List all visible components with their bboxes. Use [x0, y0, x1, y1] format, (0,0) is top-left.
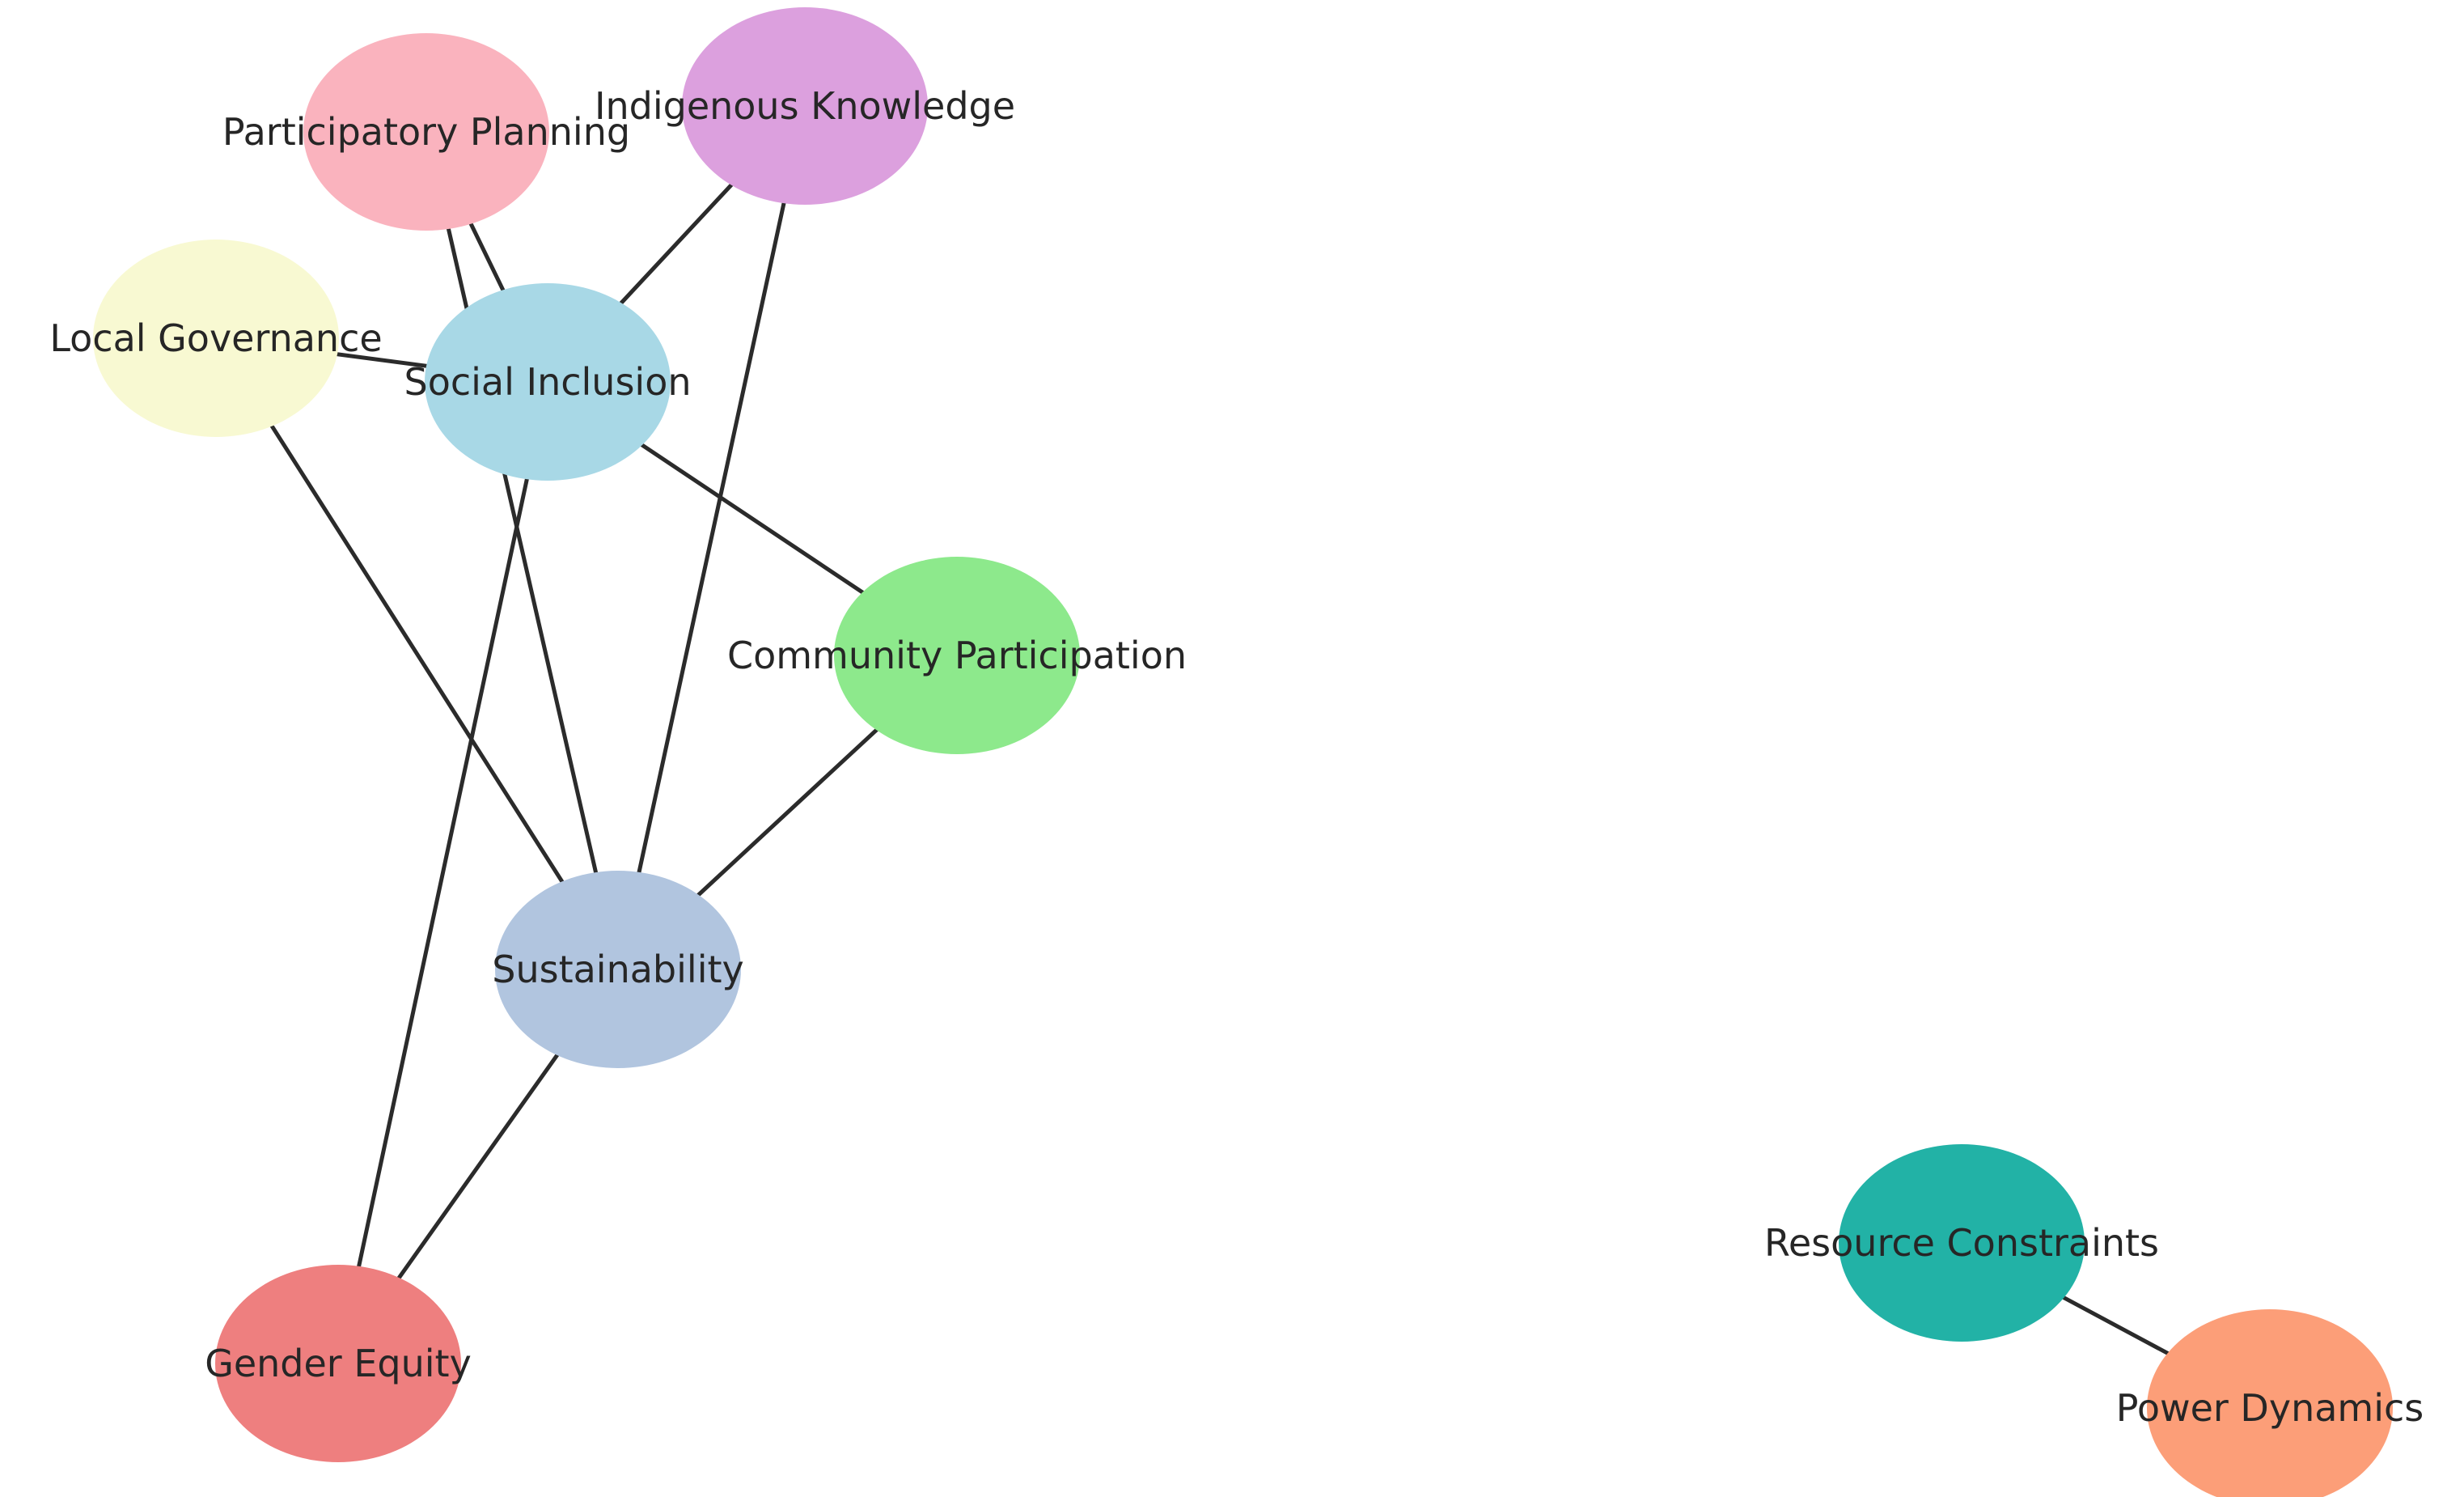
- node-participatory-planning[interactable]: [303, 33, 549, 231]
- edge-indigenous_knowledge-sustainability: [616, 104, 807, 972]
- node-community-participation[interactable]: [834, 557, 1080, 754]
- node-label-gender-equity: Gender Equity: [205, 1342, 472, 1385]
- node-social-inclusion[interactable]: [425, 283, 671, 481]
- node-sustainability[interactable]: [495, 871, 741, 1068]
- edge-social_inclusion-gender_equity: [336, 380, 550, 1366]
- node-gender-equity[interactable]: [215, 1265, 461, 1462]
- edge-local_governance-sustainability: [214, 336, 620, 972]
- node-label-resource-constraints: Resource Constraints: [1764, 1221, 2159, 1265]
- node-label-participatory-planning: Participatory Planning: [222, 110, 630, 154]
- node-label-sustainability: Sustainability: [492, 948, 743, 991]
- node-label-indigenous-knowledge: Indigenous Knowledge: [595, 84, 1015, 128]
- node-label-community-participation: Community Participation: [727, 634, 1187, 677]
- node-label-social-inclusion: Social Inclusion: [404, 360, 692, 404]
- node-label-power-dynamics: Power Dynamics: [2116, 1386, 2424, 1430]
- node-power-dynamics[interactable]: [2147, 1309, 2393, 1497]
- node-label-local-governance: Local Governance: [49, 316, 382, 360]
- node-indigenous-knowledge[interactable]: [682, 7, 928, 205]
- node-resource-constraints[interactable]: [1839, 1144, 2085, 1342]
- edge-participatory_planning-sustainability: [424, 129, 620, 972]
- node-local-governance[interactable]: [93, 240, 339, 437]
